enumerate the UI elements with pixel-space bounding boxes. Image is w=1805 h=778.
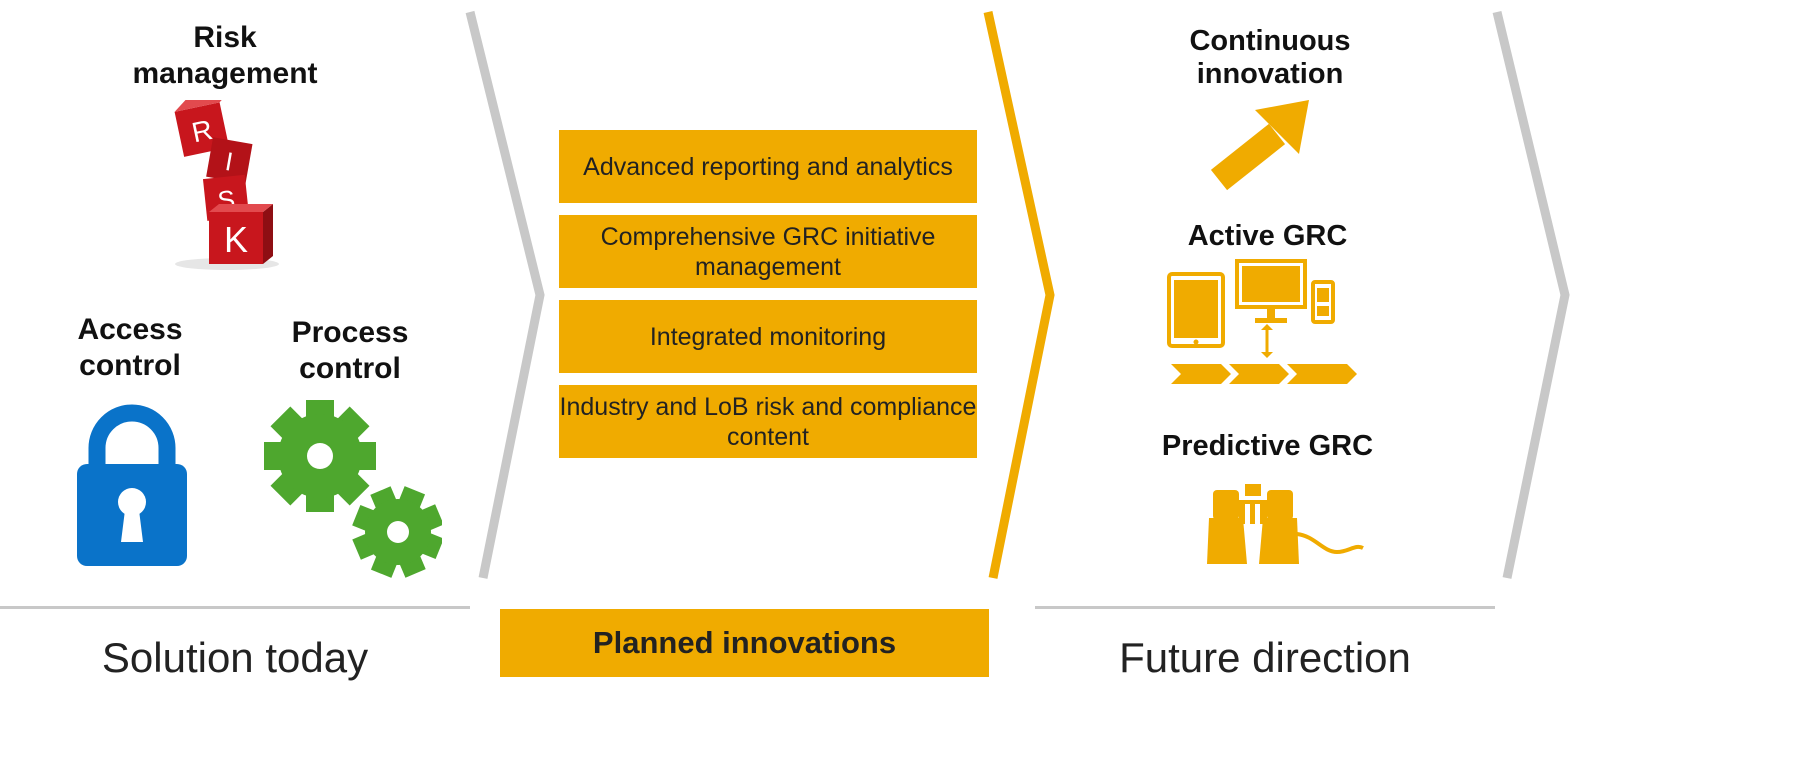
predictive-grc-title: Predictive GRC [1161,430,1374,462]
arrow-up-right-icon [1210,100,1309,191]
divider-chevron-3 [1492,10,1570,579]
risk-cubes-icon: R I S K [174,100,279,270]
process-control-title: Process control [291,316,409,385]
divider-chevron-2 [983,11,1055,579]
solution-today-label: Solution today [101,634,369,681]
planned-innovations-label: Planned innovations [500,609,989,677]
section-rule-today [0,606,470,609]
access-control-title: Access control [77,313,183,382]
planned-item-integrated-monitoring: Integrated monitoring [559,300,977,373]
section-rule-future [1035,606,1495,609]
future-direction-label: Future direction [1119,634,1411,681]
risk-management-title: Risk management [132,21,318,90]
divider-chevron-1 [465,10,545,579]
active-grc-title: Active GRC [1187,220,1348,252]
padlock-icon [77,404,187,566]
planned-item-initiative-management: Comprehensive GRC initiative management [559,215,977,288]
binoculars-icon [1207,484,1364,564]
continuous-innovation-title: Continuous innovation [1189,25,1351,90]
gears-icon [264,400,442,578]
devices-icon [1167,259,1357,384]
planned-item-industry-content: Industry and LoB risk and compliance con… [559,385,977,458]
planned-item-reporting: Advanced reporting and analytics [559,130,977,203]
svg-text:K: K [224,219,248,260]
